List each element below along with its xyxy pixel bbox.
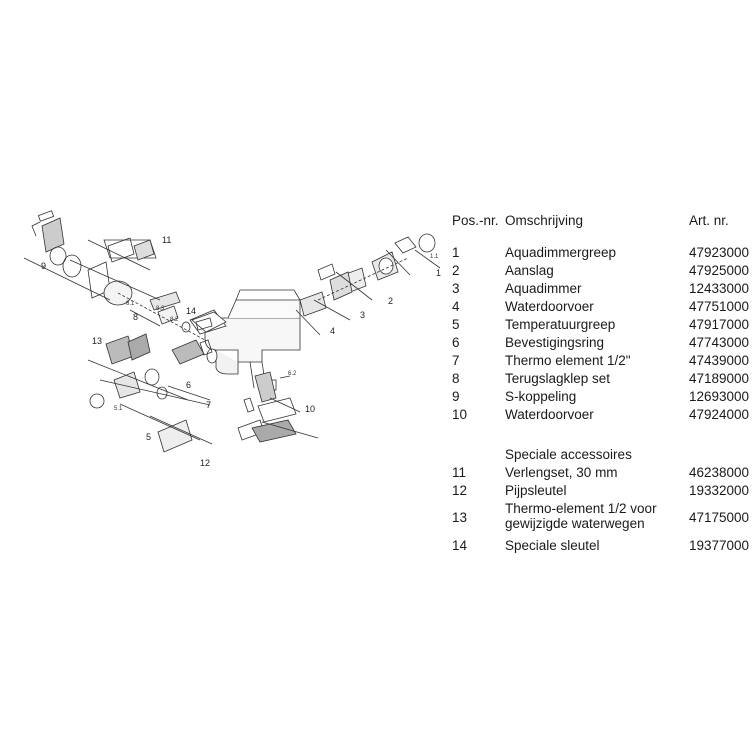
table-row: 3 Aquadimmer 12433000 — [452, 281, 750, 296]
callout-1: 1 — [436, 268, 441, 278]
exploded-parts-diagram: 11 9 8 14 13 5 6 7 12 10 4 3 2 1 1.1 8.1… — [23, 210, 441, 468]
callout-6: 6 — [186, 380, 191, 390]
table-row: 4 Waterdoorvoer 47751000 — [452, 299, 750, 314]
subcallout-8-1: 8.1 — [126, 301, 135, 307]
table-row: 8 Terugslagklep set 47189000 — [452, 371, 750, 386]
callout-3: 3 — [360, 310, 365, 320]
table-row: 14 Speciale sleutel 19377000 — [452, 538, 750, 553]
table-row: 10 Waterdoorvoer 47924000 — [452, 407, 750, 422]
temperature-handle-parts — [87, 333, 213, 453]
callout-9: 9 — [41, 261, 46, 271]
aquadimmer-handle-assembly — [371, 233, 441, 281]
callout-14: 14 — [186, 306, 196, 316]
table-row: 1 Aquadimmergreep 47923000 — [452, 245, 750, 260]
callout-10: 10 — [305, 404, 315, 414]
callout-8: 8 — [133, 312, 138, 322]
table-row: 6 Bevestigingsring 47743000 — [452, 335, 750, 350]
callout-5: 5 — [146, 432, 151, 442]
header-desc: Omschrijving — [505, 213, 584, 228]
mixer-body — [204, 289, 301, 391]
table-row: 9 S-koppeling 12693000 — [452, 389, 750, 404]
callout-2: 2 — [388, 296, 393, 306]
special-key-tool — [191, 311, 227, 333]
callout-12: 12 — [200, 458, 210, 468]
table-row: 7 Thermo element 1/2" 47439000 — [452, 353, 750, 368]
table-row: 5 Temperatuurgreep 47917000 — [452, 317, 750, 332]
table-row: 13 Thermo-element 1/2 voor gewijzigde wa… — [452, 501, 750, 531]
table-row: 2 Aanslag 47925000 — [452, 263, 750, 278]
aquadimmer-cartridge-parts — [295, 257, 409, 336]
subcallout-5-1: 5.1 — [114, 406, 123, 412]
table-row: 12 Pijpsleutel 19332000 — [452, 483, 750, 498]
callout-labels: 11 9 8 14 13 5 6 7 12 10 4 3 2 1 1.1 8.1… — [41, 235, 441, 468]
callout-13: 13 — [92, 336, 102, 346]
header-pos: Pos.-nr. — [452, 213, 499, 228]
callout-4: 4 — [330, 326, 335, 336]
accessories-heading: Speciale accessoires — [505, 447, 632, 462]
table-row: 11 Verlengset, 30 mm 46238000 — [452, 465, 750, 480]
subcallout-6-2: 6.2 — [288, 371, 297, 377]
table-header: Pos.-nr. Omschrijving Art. nr. — [452, 214, 752, 232]
callout-7: 7 — [206, 400, 211, 410]
header-art: Art. nr. — [689, 213, 729, 228]
outlet-parts — [237, 371, 319, 443]
subcallout-8-2: 8.2 — [170, 317, 179, 323]
callout-11: 11 — [162, 235, 171, 245]
subcallout-1-1: 1.1 — [430, 254, 439, 260]
subcallout-8-3: 8.3 — [156, 306, 165, 312]
